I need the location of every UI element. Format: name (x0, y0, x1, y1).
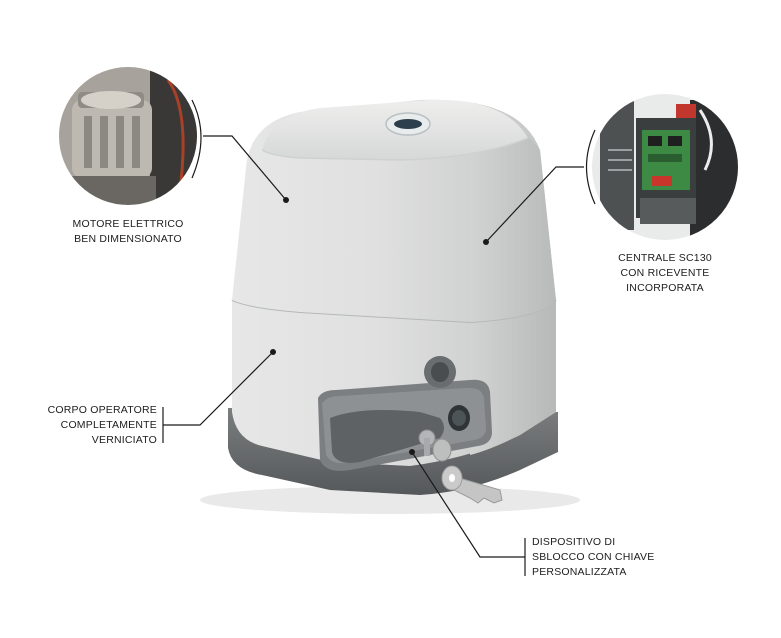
gate-operator (200, 99, 580, 514)
body-label: CORPO OPERATORE COMPLETAMENTE VERNICIATO (20, 403, 157, 448)
release-label-line2: SBLOCCO CON CHIAVE (532, 551, 655, 563)
release-lever (330, 410, 444, 463)
release-label-line3: PERSONALIZZATA (532, 566, 627, 578)
leader-lines (162, 99, 596, 576)
control-bracket (586, 129, 596, 205)
release-leader (411, 451, 525, 558)
control-label-line2: CON RICEVENTE (620, 267, 710, 279)
motor-detail-image (57, 65, 199, 207)
motor-label-line2: BEN DIMENSIONATO (74, 233, 182, 245)
motor-label-line1: MOTORE ELETTRICO (72, 218, 184, 230)
control-leader (485, 166, 584, 243)
release-label: DISPOSITIVO DI SBLOCCO CON CHIAVE PERSON… (532, 535, 682, 580)
release-key-icon (418, 429, 503, 504)
motor-label: MOTORE ELETTRICO BEN DIMENSIONATO (50, 217, 206, 247)
release-label-line1: DISPOSITIVO DI (532, 536, 616, 548)
control-label-line1: CENTRALE SC130 (618, 252, 712, 264)
body-label-line1: CORPO OPERATORE (47, 404, 157, 416)
body-leader (163, 351, 274, 426)
control-label: CENTRALE SC130 CON RICEVENTE INCORPORATA (591, 251, 739, 296)
body-label-line3: VERNICIATO (91, 434, 157, 446)
body-label-line2: COMPLETAMENTE (60, 419, 157, 431)
motor-bracket (191, 99, 202, 179)
control-label-line3: INCORPORATA (626, 282, 704, 294)
motor-leader (203, 135, 287, 201)
control-board-detail-image (590, 92, 740, 242)
